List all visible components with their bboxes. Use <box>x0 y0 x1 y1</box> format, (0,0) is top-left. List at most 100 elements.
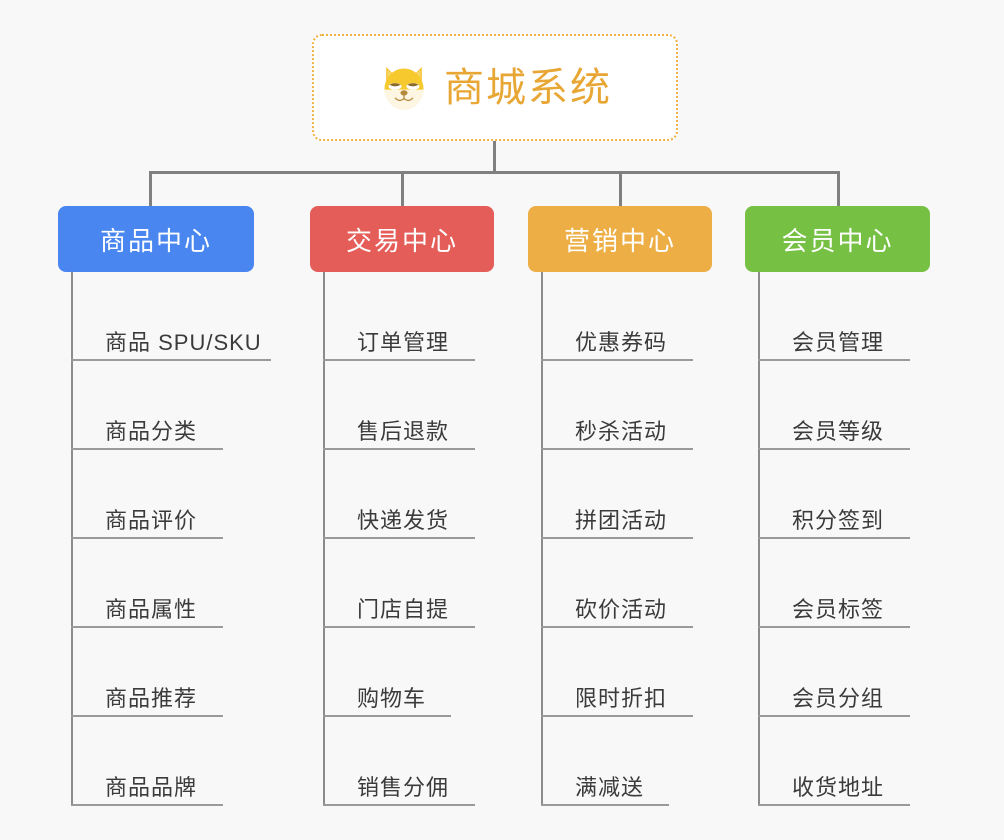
list-item-underline <box>541 537 693 539</box>
list-item-underline <box>71 626 223 628</box>
connector-horizontal-bus <box>149 171 839 174</box>
list-item-label: 优惠券码 <box>575 329 668 355</box>
root-node[interactable]: 商城系统 <box>312 34 678 141</box>
connector-drop-column-2 <box>401 171 404 208</box>
list-item[interactable]: 商品推荐 <box>58 628 254 717</box>
list-item[interactable]: 门店自提 <box>310 539 494 628</box>
list-item-label: 商品属性 <box>105 596 198 622</box>
spine-line-column-1 <box>71 272 73 806</box>
column-trade-center: 交易中心 订单管理 售后退款 快递发货 门店自提 购物车 <box>310 206 494 806</box>
list-item-underline <box>71 359 271 361</box>
list-item[interactable]: 会员等级 <box>745 361 930 450</box>
list-item[interactable]: 订单管理 <box>310 272 494 361</box>
item-list-trade-center: 订单管理 售后退款 快递发货 门店自提 购物车 销售分佣 <box>310 272 494 806</box>
list-item[interactable]: 砍价活动 <box>528 539 712 628</box>
list-item-label: 商品分类 <box>105 418 198 444</box>
list-item[interactable]: 优惠券码 <box>528 272 712 361</box>
list-item-label: 快递发货 <box>357 507 450 533</box>
category-header-trade-center[interactable]: 交易中心 <box>310 206 494 272</box>
list-item-label: 满减送 <box>575 774 645 800</box>
list-item-label: 秒杀活动 <box>575 418 668 444</box>
list-item-label: 收货地址 <box>792 774 885 800</box>
shiba-dog-face-icon <box>384 66 424 110</box>
list-item-label: 订单管理 <box>357 329 450 355</box>
category-header-label: 商品中心 <box>99 225 212 256</box>
category-header-product-center[interactable]: 商品中心 <box>58 206 254 272</box>
category-header-label: 会员中心 <box>781 225 894 256</box>
column-product-center: 商品中心 商品 SPU/SKU 商品分类 商品评价 商品属性 商品推荐 <box>58 206 271 806</box>
category-header-label: 营销中心 <box>563 225 676 256</box>
list-item[interactable]: 商品评价 <box>58 450 254 539</box>
category-header-member-center[interactable]: 会员中心 <box>745 206 930 272</box>
list-item[interactable]: 收货地址 <box>745 717 930 806</box>
list-item-underline <box>541 359 693 361</box>
list-item-underline <box>323 359 475 361</box>
list-item-label: 销售分佣 <box>357 774 450 800</box>
list-item-label: 购物车 <box>357 685 427 711</box>
spine-line-column-2 <box>323 272 325 806</box>
list-item-label: 拼团活动 <box>575 507 668 533</box>
list-item[interactable]: 商品属性 <box>58 539 254 628</box>
list-item-label: 商品评价 <box>105 507 198 533</box>
list-item[interactable]: 会员标签 <box>745 539 930 628</box>
list-item[interactable]: 商品品牌 <box>58 717 254 806</box>
list-item[interactable]: 满减送 <box>528 717 712 806</box>
list-item-label: 会员标签 <box>792 596 885 622</box>
list-item[interactable]: 积分签到 <box>745 450 930 539</box>
column-marketing-center: 营销中心 优惠券码 秒杀活动 拼团活动 砍价活动 限时折扣 <box>528 206 712 806</box>
list-item[interactable]: 秒杀活动 <box>528 361 712 450</box>
column-member-center: 会员中心 会员管理 会员等级 积分签到 会员标签 会员分组 <box>745 206 930 806</box>
list-item[interactable]: 会员分组 <box>745 628 930 717</box>
list-item[interactable]: 商品分类 <box>58 361 254 450</box>
connector-drop-column-1 <box>149 171 152 208</box>
list-item-label: 砍价活动 <box>575 596 668 622</box>
category-header-label: 交易中心 <box>345 225 458 256</box>
list-item-underline <box>323 715 451 717</box>
spine-line-column-3 <box>541 272 543 806</box>
list-item[interactable]: 商品 SPU/SKU <box>58 272 271 361</box>
list-item-underline <box>541 715 693 717</box>
list-item[interactable]: 限时折扣 <box>528 628 712 717</box>
list-item-label: 商品推荐 <box>105 685 198 711</box>
list-item-underline <box>323 448 475 450</box>
list-item-underline <box>71 448 223 450</box>
list-item-underline <box>323 626 475 628</box>
list-item-label: 限时折扣 <box>575 685 668 711</box>
connector-drop-column-4 <box>837 171 840 208</box>
list-item-underline <box>758 448 910 450</box>
list-item-underline <box>758 626 910 628</box>
spine-line-column-4 <box>758 272 760 806</box>
list-item-underline <box>541 626 693 628</box>
list-item[interactable]: 销售分佣 <box>310 717 494 806</box>
list-item-label: 售后退款 <box>357 418 450 444</box>
list-item-underline <box>758 359 910 361</box>
root-title: 商城系统 <box>444 65 612 110</box>
list-item-underline <box>71 537 223 539</box>
category-header-marketing-center[interactable]: 营销中心 <box>528 206 712 272</box>
list-item-underline <box>758 715 910 717</box>
item-list-marketing-center: 优惠券码 秒杀活动 拼团活动 砍价活动 限时折扣 满减送 <box>528 272 712 806</box>
list-item-label: 会员分组 <box>792 685 885 711</box>
list-item-underline <box>323 804 475 806</box>
list-item[interactable]: 会员管理 <box>745 272 930 361</box>
list-item[interactable]: 售后退款 <box>310 361 494 450</box>
connector-drop-column-3 <box>619 171 622 208</box>
list-item-underline <box>541 448 693 450</box>
list-item-underline <box>71 715 223 717</box>
list-item-label: 会员等级 <box>792 418 885 444</box>
list-item-label: 门店自提 <box>357 596 450 622</box>
list-item-label: 商品品牌 <box>105 774 198 800</box>
list-item-label: 积分签到 <box>792 507 885 533</box>
list-item-label: 会员管理 <box>792 329 885 355</box>
list-item-label: 商品 SPU/SKU <box>105 329 262 355</box>
item-list-member-center: 会员管理 会员等级 积分签到 会员标签 会员分组 收货地址 <box>745 272 930 806</box>
list-item-underline <box>758 804 910 806</box>
item-list-product-center: 商品 SPU/SKU 商品分类 商品评价 商品属性 商品推荐 商品品牌 <box>58 272 271 806</box>
list-item[interactable]: 快递发货 <box>310 450 494 539</box>
list-item[interactable]: 拼团活动 <box>528 450 712 539</box>
connector-root-drop <box>493 141 496 174</box>
list-item-underline <box>71 804 223 806</box>
list-item-underline <box>323 537 475 539</box>
list-item[interactable]: 购物车 <box>310 628 494 717</box>
